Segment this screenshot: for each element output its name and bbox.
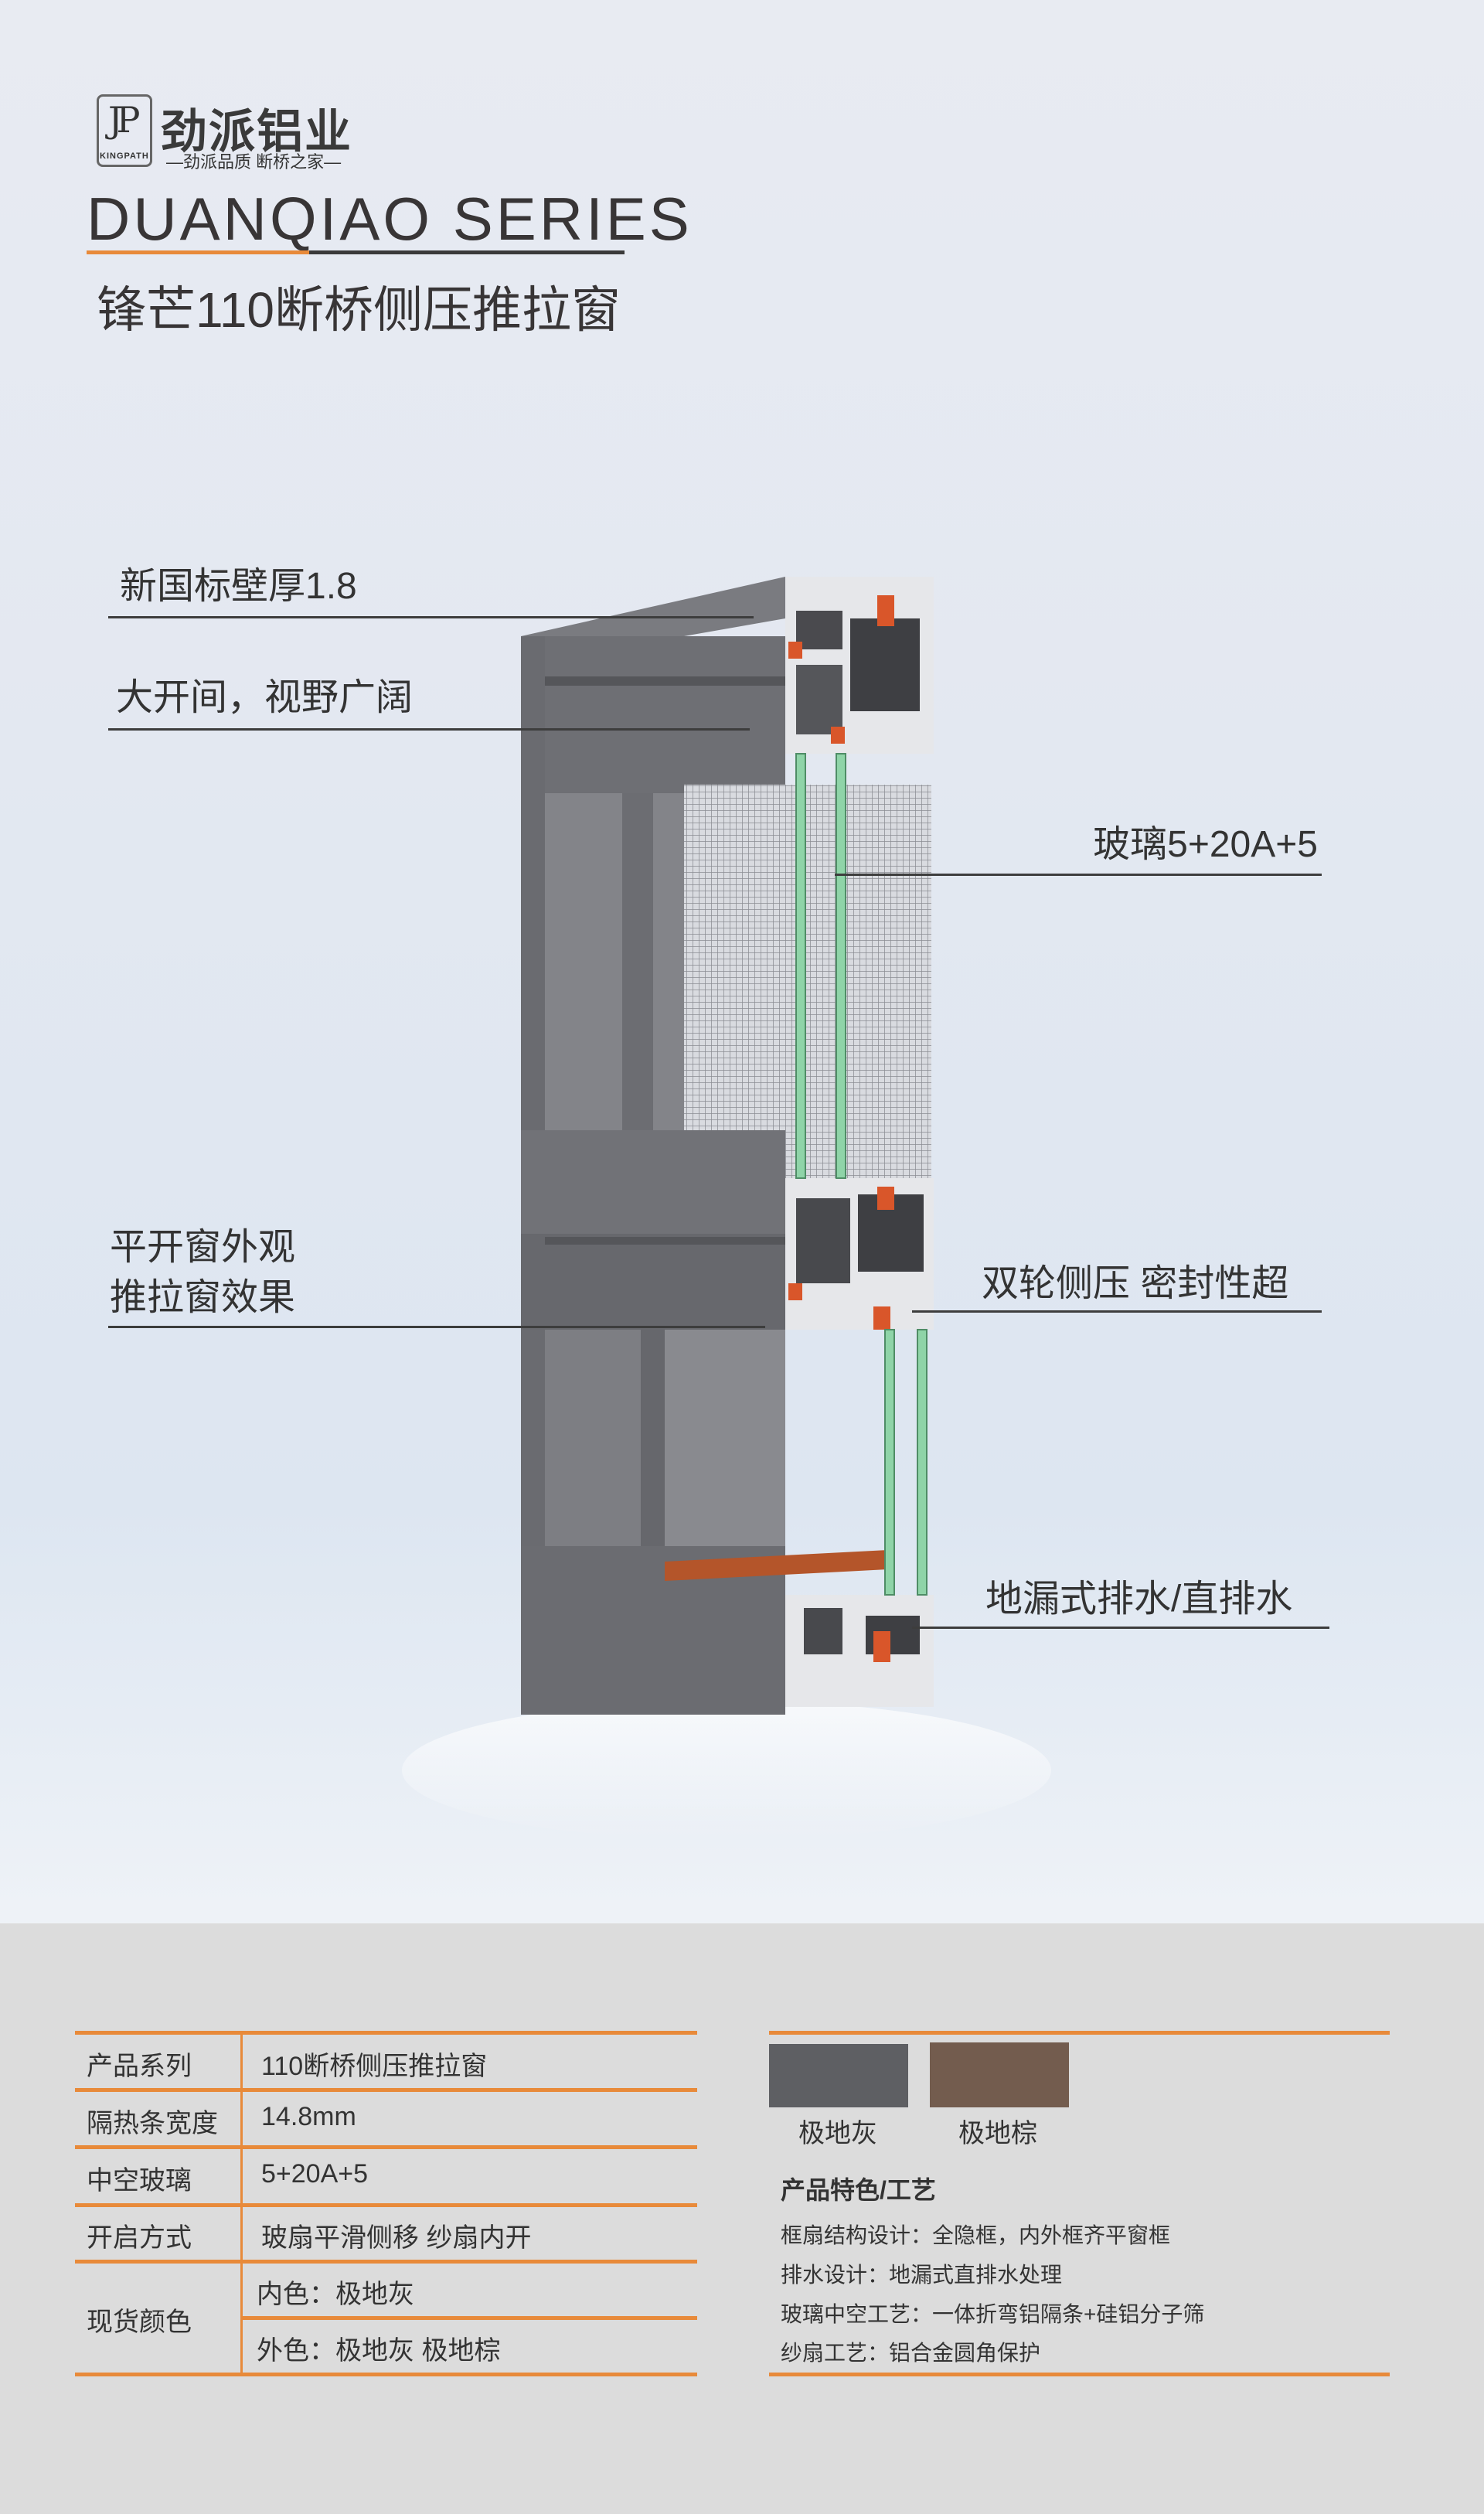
screen-mesh — [684, 785, 931, 1179]
spec-value: 110断桥侧压推拉窗 — [261, 2052, 488, 2081]
callout-glass: 玻璃5+20A+5 — [1093, 824, 1318, 865]
spec-label: 现货颜色 — [87, 2308, 192, 2337]
underline-accent — [87, 250, 309, 254]
sash-edge — [622, 793, 653, 1130]
profile-cross-section — [785, 577, 934, 1707]
callout-line — [912, 1310, 1322, 1313]
brand-name: 劲派铝业 — [161, 106, 352, 158]
callout-line — [108, 728, 750, 731]
swatch-brown — [930, 2042, 1069, 2107]
transom-upper — [521, 1130, 785, 1234]
callout-view: 大开间，视野广阔 — [116, 677, 414, 718]
floor-reflection — [402, 1701, 1051, 1840]
underline-dark — [309, 250, 625, 254]
swatch-label: 极地棕 — [958, 2119, 1037, 2148]
feature-item: 框扇结构设计：全隐框，内外框齐平窗框 — [781, 2223, 1171, 2247]
glass-pane-1 — [795, 753, 806, 1179]
head-groove — [545, 676, 785, 686]
divider — [769, 2373, 1390, 2376]
glass-pane-4 — [917, 1329, 928, 1596]
series-title: DUANQIAO SERIES — [87, 185, 693, 253]
callout-wall-thickness: 新国标壁厚1.8 — [120, 566, 357, 607]
spec-label: 产品系列 — [87, 2052, 192, 2081]
spec-label: 隔热条宽度 — [87, 2109, 218, 2138]
spec-label: 中空玻璃 — [87, 2166, 192, 2195]
spec-value: 14.8mm — [261, 2102, 356, 2131]
callout-look-1: 平开窗外观 — [110, 1227, 296, 1268]
spec-label: 开启方式 — [87, 2223, 192, 2253]
swatch-gray — [769, 2044, 908, 2107]
brand-slogan: —劲派品质 断桥之家— — [166, 152, 342, 172]
callout-line — [912, 1627, 1329, 1629]
feature-item: 纱扇工艺：铝合金圆角保护 — [781, 2341, 1041, 2365]
swatch-label: 极地灰 — [798, 2119, 877, 2148]
bottom-band — [0, 1923, 1484, 2514]
callout-line — [108, 1326, 765, 1328]
spec-value: 内色：极地灰 — [257, 2280, 414, 2309]
glass-pane-2 — [836, 753, 846, 1179]
feature-item: 玻璃中空工艺：一体折弯铝隔条+硅铝分子筛 — [781, 2302, 1205, 2326]
callout-look-2: 推拉窗效果 — [110, 1277, 296, 1318]
callout-line — [835, 874, 1322, 876]
transom-lower — [521, 1234, 785, 1330]
divider — [769, 2031, 1390, 2035]
spec-value: 外色：极地灰 极地棕 — [257, 2336, 501, 2366]
callout-drain: 地漏式排水/直排水 — [985, 1579, 1293, 1620]
logo-sub: KINGPATH — [100, 152, 149, 161]
features-heading: 产品特色/工艺 — [781, 2176, 936, 2204]
callout-line — [108, 616, 754, 618]
sill-orange-strip — [665, 1550, 889, 1581]
head-front — [521, 636, 785, 793]
glass-pane-3 — [884, 1329, 895, 1596]
lower-post — [641, 1330, 665, 1546]
callout-seal: 双轮侧压 密封性超 — [982, 1263, 1289, 1304]
product-title: 锋芒110断桥侧压推拉窗 — [97, 282, 621, 338]
logo-mark — [97, 94, 152, 167]
feature-item: 排水设计：地漏式直排水处理 — [781, 2263, 1063, 2287]
spec-value: 5+20A+5 — [261, 2159, 369, 2189]
spec-value: 玻扇平滑侧移 纱扇内开 — [261, 2223, 532, 2253]
